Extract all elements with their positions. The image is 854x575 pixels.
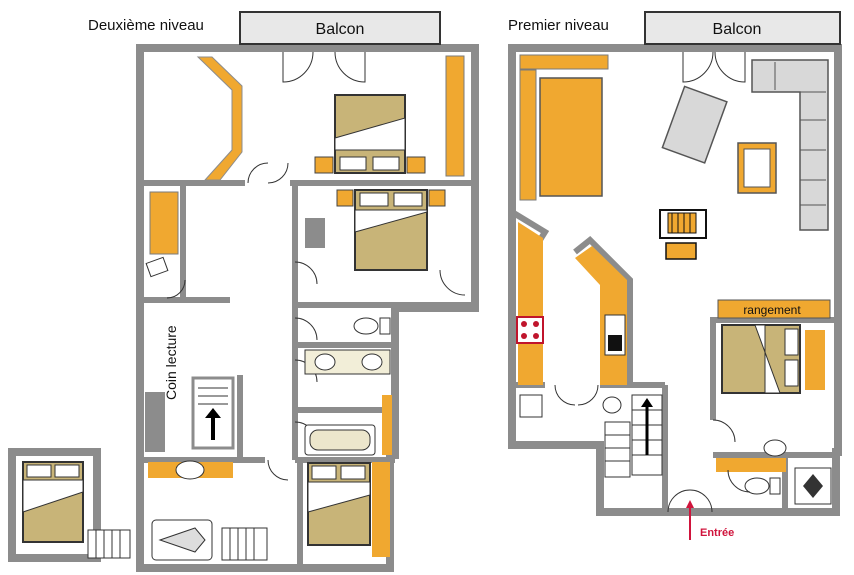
dining-table: [539, 77, 603, 197]
balcony-box-first: [644, 11, 841, 45]
kitchen-counter-left: [518, 222, 543, 385]
balcony-doors-second: [282, 51, 366, 83]
staircase-second-lower: [221, 527, 268, 561]
bed-top-room: [334, 94, 406, 174]
second-level-annex: [8, 448, 131, 562]
angled-cabinet: [196, 56, 243, 181]
balcony-label-second: Balcon: [316, 21, 365, 38]
balcony-label-first: Balcon: [713, 21, 762, 38]
bath-counter-first: [716, 458, 786, 472]
bed-bottom-room: [307, 462, 371, 546]
storage-unit: [717, 299, 831, 319]
wall-cabinet: [382, 395, 392, 455]
entrance-arrowhead: [686, 500, 694, 508]
shower-second: [151, 519, 213, 561]
toilet-first: [744, 477, 781, 495]
reading-corner-label: Coin lecture: [163, 325, 179, 400]
wardrobe-first: [805, 330, 825, 390]
balcony-box-second: [239, 11, 441, 45]
tv-unit: [659, 209, 707, 260]
second-level-plan: [136, 44, 479, 572]
doors-first-level: [554, 51, 751, 513]
staircase-first: [604, 394, 663, 478]
bathtub-second: [304, 424, 376, 456]
sinks-second: [304, 349, 391, 375]
sofa: [751, 59, 829, 231]
second-level-title: Deuxième niveau: [88, 17, 204, 34]
sink-first: [763, 439, 787, 457]
first-level-title: Premier niveau: [508, 17, 609, 34]
entrance-label: Entrée: [700, 527, 734, 539]
staircase-second: [145, 376, 235, 452]
nightstands: [314, 156, 446, 207]
wardrobe-2: [372, 462, 390, 557]
first-level-plan: [508, 44, 842, 540]
wardrobe: [445, 55, 465, 177]
sink-hall: [602, 396, 622, 414]
storage-label: rangement: [743, 303, 801, 317]
armchair: [661, 85, 728, 164]
chair: [145, 256, 169, 278]
toilet-second: [353, 317, 391, 335]
stove: [516, 316, 544, 344]
coffee-table-top: [743, 148, 771, 188]
bed-right-room: [354, 189, 428, 271]
column: [305, 218, 325, 248]
shelf-left: [519, 69, 537, 201]
sink-bottom-room: [175, 460, 205, 480]
shower-first: [794, 467, 832, 505]
stove-burners: [521, 321, 539, 339]
second-level-interior-walls: [140, 180, 475, 568]
kitchen-sink-basin: [608, 335, 622, 351]
desk: [149, 191, 179, 255]
shelf-top: [519, 54, 609, 70]
bed-first-level: [721, 324, 801, 394]
fridge: [519, 394, 543, 418]
